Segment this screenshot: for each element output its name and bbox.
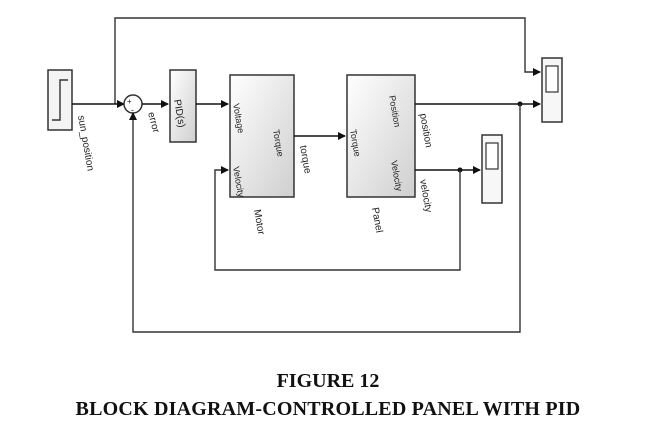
velocity-label: velocity <box>417 179 434 214</box>
sun-position-label: sun_position <box>75 115 96 172</box>
panel-block: Torque Position Velocity <box>346 74 416 198</box>
step-icon <box>52 79 68 121</box>
step-source-block <box>47 69 73 131</box>
pid-block: PID(s) <box>169 69 197 143</box>
sum-plus-sign: + <box>127 97 132 106</box>
position-scope <box>541 57 563 123</box>
figure-title: BLOCK DIAGRAM-CONTROLLED PANEL WITH PID <box>75 398 581 420</box>
position-feedback-line <box>129 104 521 333</box>
motor-block: Voltage Velocity Torque <box>229 74 295 198</box>
velocity-feedback-line <box>214 166 461 271</box>
velocity-scope <box>481 134 503 204</box>
figure-number: FIGURE 12 <box>276 370 380 392</box>
motor-name: Motor <box>251 209 266 237</box>
panel-port-torque: Torque <box>348 129 363 158</box>
sum-junction: + - <box>123 94 143 115</box>
torque-label: torque <box>297 145 313 175</box>
pid-label: PID(s) <box>171 99 187 129</box>
motor-port-torque: Torque <box>271 129 286 158</box>
panel-name: Panel <box>369 207 384 234</box>
error-label: error <box>145 111 161 135</box>
block-diagram: sun_position + - error PID(s) Voltage Ve… <box>47 17 563 333</box>
top-route-line <box>114 17 541 104</box>
position-label: position <box>417 113 434 149</box>
sum-minus-sign: - <box>131 105 134 115</box>
